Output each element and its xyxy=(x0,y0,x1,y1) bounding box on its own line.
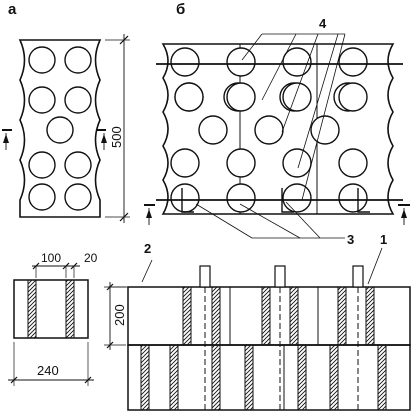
hatched-core xyxy=(211,344,221,411)
hatched-core xyxy=(261,286,271,346)
dimension-core: 100 20 xyxy=(32,251,98,278)
core-hole xyxy=(64,86,92,114)
core-hole xyxy=(64,46,92,74)
section-mark-b xyxy=(144,204,410,225)
hatched-core xyxy=(244,344,254,411)
hatched-core xyxy=(329,344,339,411)
callout-4: 4 xyxy=(319,16,327,31)
core-hole xyxy=(28,46,56,74)
core-hole xyxy=(226,148,256,178)
core-hole xyxy=(64,151,92,179)
hatched-core xyxy=(140,344,150,411)
panel-label-b: б xyxy=(176,1,185,18)
dimension-width: 240 xyxy=(8,342,94,386)
core-hole xyxy=(282,148,312,178)
hatched-core xyxy=(365,286,375,346)
callout-3: 3 xyxy=(347,232,354,247)
hatched-core xyxy=(337,286,347,346)
core-hole xyxy=(170,47,200,77)
core-hole xyxy=(338,148,368,178)
core-hole xyxy=(226,47,256,77)
dimension-label-gap: 20 xyxy=(84,251,98,265)
hatched-core xyxy=(377,344,387,411)
core-hole xyxy=(64,183,92,211)
hatched-core xyxy=(289,286,299,346)
block-section xyxy=(13,279,89,339)
callout-1: 1 xyxy=(380,232,387,247)
leader-4 xyxy=(241,33,346,201)
core-hole xyxy=(174,82,204,112)
core-hole xyxy=(282,47,312,77)
core-hole xyxy=(170,183,200,213)
core-hole xyxy=(282,183,312,213)
wall-section xyxy=(108,265,411,411)
core-hole xyxy=(338,47,368,77)
core-hole xyxy=(28,86,56,114)
block-plan-a xyxy=(18,39,102,218)
hatched-core xyxy=(182,286,192,346)
wall-plan-b xyxy=(156,43,403,215)
core-hole xyxy=(282,82,312,112)
core-hole xyxy=(226,82,256,112)
dimension-block-height: 200 xyxy=(104,282,127,350)
core-hole xyxy=(198,115,228,145)
core-hole xyxy=(28,183,56,211)
dimension-height: 500 xyxy=(105,34,130,223)
core-hole xyxy=(46,116,74,144)
hatched-core xyxy=(211,286,221,346)
dimension-label-height: 500 xyxy=(109,126,124,148)
core-hole xyxy=(28,151,56,179)
dimension-label-core: 100 xyxy=(41,251,61,265)
section-mark-a xyxy=(2,129,107,150)
callout-2: 2 xyxy=(144,241,151,256)
hatched-core xyxy=(169,344,179,411)
core-hole xyxy=(310,115,340,145)
core-hole xyxy=(338,82,368,112)
leader-3 xyxy=(195,201,345,239)
dimension-label-block-height: 200 xyxy=(112,304,127,326)
panel-label-a: а xyxy=(8,1,17,18)
core-hole xyxy=(254,115,284,145)
core-hole xyxy=(170,148,200,178)
core-hole xyxy=(226,183,256,213)
hatched-core xyxy=(297,344,307,411)
dimension-label-width: 240 xyxy=(37,363,59,378)
core-hole xyxy=(338,183,368,213)
